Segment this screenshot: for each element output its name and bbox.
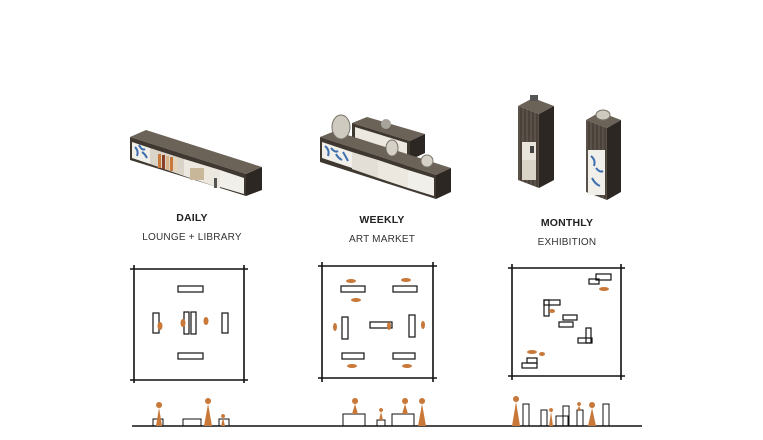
shelf-unit bbox=[558, 321, 574, 328]
person-icon bbox=[156, 398, 226, 426]
vase-icon bbox=[331, 114, 434, 168]
person-icon bbox=[352, 398, 426, 426]
person-icon bbox=[333, 278, 425, 368]
shelf-unit bbox=[341, 352, 365, 360]
art-panel-icon bbox=[590, 155, 604, 187]
shelf-unit bbox=[526, 357, 538, 364]
column-title: MONTHLY bbox=[540, 217, 594, 229]
weekly-shelf-illustration bbox=[320, 114, 451, 199]
shelf-unit bbox=[577, 337, 593, 344]
person-icon bbox=[527, 287, 609, 356]
shelf-unit bbox=[588, 278, 600, 285]
monthly-towers-illustration bbox=[518, 95, 621, 200]
column-title: DAILY bbox=[176, 212, 208, 224]
elevation-strip bbox=[132, 396, 642, 427]
column-subtitle: LOUNGE + LIBRARY bbox=[142, 232, 242, 243]
monthly-label: MONTHLY EXHIBITION bbox=[537, 217, 597, 248]
shelf-unit bbox=[543, 299, 561, 306]
shelf-unit bbox=[190, 311, 197, 335]
person-icon bbox=[512, 396, 596, 426]
shelf-unit bbox=[340, 285, 366, 293]
shelf-unit bbox=[408, 314, 416, 338]
daily-label: DAILY LOUNGE + LIBRARY bbox=[142, 212, 242, 243]
shelf-unit bbox=[177, 352, 204, 360]
art-panel-icon bbox=[324, 145, 349, 162]
books-icon bbox=[158, 154, 177, 172]
shelf-unit bbox=[177, 285, 204, 293]
shelf-unit bbox=[585, 327, 592, 344]
shelf-unit bbox=[392, 352, 416, 360]
daily-floor-plan bbox=[130, 265, 248, 383]
vase-icon bbox=[595, 109, 611, 121]
daily-shelf-illustration bbox=[130, 130, 262, 196]
shelf-unit bbox=[221, 312, 229, 334]
monthly-floor-plan bbox=[508, 264, 625, 380]
shelf-unit bbox=[543, 299, 550, 317]
shelf-unit bbox=[562, 314, 578, 321]
column-subtitle: EXHIBITION bbox=[537, 237, 597, 248]
art-panel-icon bbox=[134, 144, 148, 159]
column-subtitle: ART MARKET bbox=[348, 234, 416, 245]
weekly-floor-plan bbox=[318, 262, 437, 382]
person-icon bbox=[157, 317, 209, 330]
column-title: WEEKLY bbox=[359, 214, 405, 226]
shelf-unit bbox=[369, 321, 393, 329]
shelf-unit bbox=[392, 285, 418, 293]
weekly-label: WEEKLY ART MARKET bbox=[348, 214, 416, 245]
shelf-unit bbox=[152, 312, 160, 334]
shelf-unit bbox=[595, 273, 612, 281]
shelf-unit bbox=[521, 362, 538, 369]
shelf-unit bbox=[341, 316, 349, 340]
